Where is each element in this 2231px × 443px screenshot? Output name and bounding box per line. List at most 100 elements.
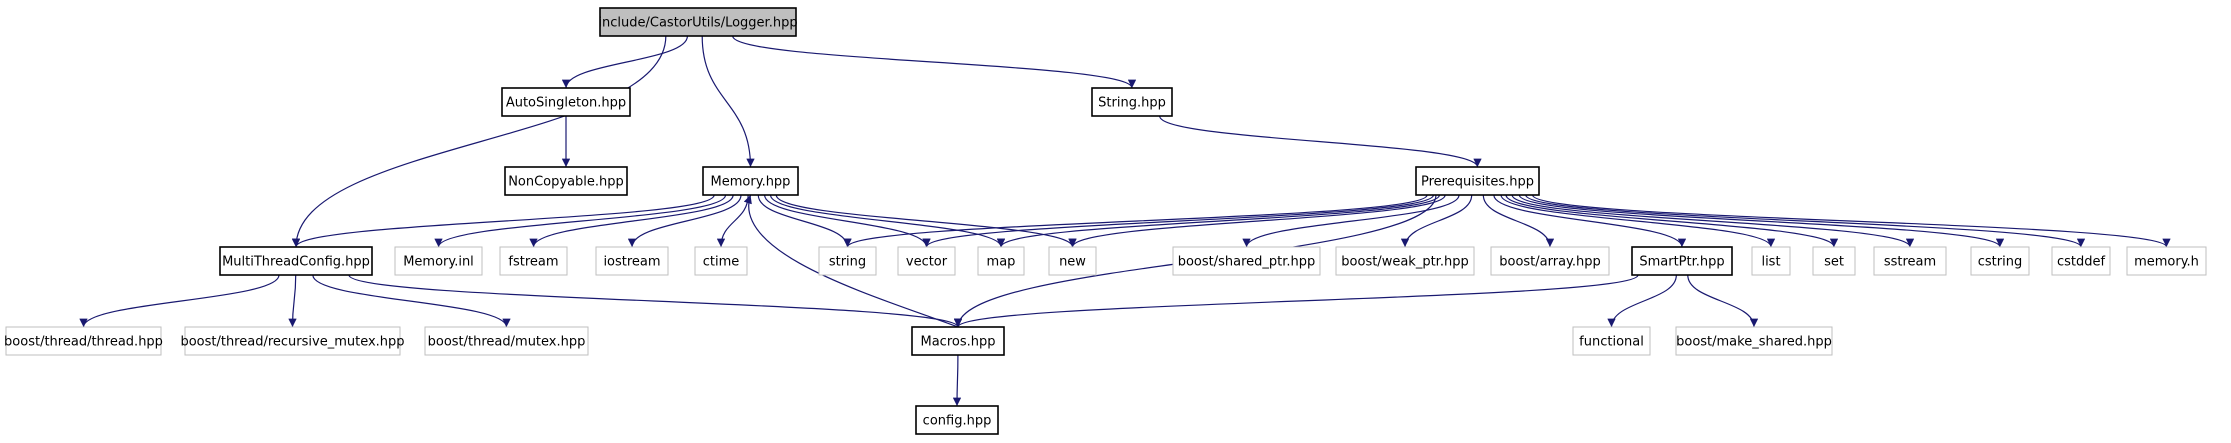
- dependency-edges: [79, 35, 2171, 407]
- edge-smartptr-to-functional: [1607, 274, 1677, 328]
- node-string: string: [818, 246, 877, 276]
- edge-memoryhpp-to-memoryinl: [434, 194, 727, 248]
- node-thread-box: [5, 326, 162, 356]
- node-autosingleton-box: [501, 87, 631, 117]
- edge-prerequisites-to-string: [843, 194, 1428, 248]
- node-smartptr-label: SmartPtr.hpp: [1639, 255, 1724, 270]
- node-weak_ptr-box: [1335, 246, 1475, 276]
- node-memoryhpp-box: [702, 166, 799, 196]
- node-smartptr[interactable]: SmartPtr.hpp: [1631, 246, 1733, 276]
- node-cstddef-label: cstddef: [2057, 255, 2106, 270]
- node-memoryh-box: [2126, 246, 2207, 276]
- node-ctime: ctime: [694, 246, 748, 276]
- edge-prerequisites-to-new: [1068, 194, 1446, 248]
- node-logger-box: [599, 7, 797, 37]
- node-memoryinl-label: Memory.inl: [403, 255, 474, 270]
- node-vector-box: [897, 246, 956, 276]
- node-sstream-label: sstream: [1884, 255, 1936, 270]
- node-weak_ptr: boost/weak_ptr.hpp: [1335, 246, 1475, 276]
- node-cstring-label: cstring: [1978, 255, 2022, 270]
- edge-memoryhpp-to-multithread: [291, 194, 715, 248]
- node-recursive_mutex-label: boost/thread/recursive_mutex.hpp: [180, 335, 404, 350]
- edge-prerequisites-to-cstring: [1518, 194, 2005, 248]
- node-weak_ptr-label: boost/weak_ptr.hpp: [1341, 255, 1468, 270]
- node-prerequisites-box: [1415, 166, 1540, 196]
- edge-memoryhpp-to-new: [775, 194, 1077, 248]
- node-stringhpp-label: String.hpp: [1098, 96, 1166, 111]
- node-make_shared: boost/make_shared.hpp: [1675, 326, 1833, 356]
- node-new: new: [1048, 246, 1097, 276]
- edge-prerequisites-to-smartptr: [1493, 194, 1687, 248]
- node-set-box: [1812, 246, 1856, 276]
- node-config-box: [915, 405, 999, 435]
- edge-memoryhpp-to-fstream: [529, 194, 734, 248]
- edge-stringhpp-to-prerequisites: [1159, 115, 1482, 168]
- edge-memoryhpp-to-vector: [763, 194, 931, 248]
- edge-prerequisites-to-vector: [922, 194, 1435, 248]
- node-mutex-box: [424, 326, 589, 356]
- node-map-box: [977, 246, 1025, 276]
- node-cstring-box: [1970, 246, 2030, 276]
- node-noncopyable[interactable]: NonCopyable.hpp: [504, 166, 628, 196]
- node-memoryinl: Memory.inl: [394, 246, 483, 276]
- node-memoryhpp[interactable]: Memory.hpp: [702, 166, 799, 196]
- node-recursive_mutex-box: [184, 326, 401, 356]
- edge-logger-to-multithread: [291, 35, 667, 248]
- node-logger[interactable]: include/CastorUtils/Logger.hpp: [598, 7, 798, 37]
- node-map: map: [977, 246, 1025, 276]
- node-thread-label: boost/thread/thread.hpp: [4, 335, 163, 350]
- node-macros[interactable]: Macros.hpp: [911, 326, 1005, 356]
- node-ctime-box: [694, 246, 748, 276]
- node-new-label: new: [1059, 255, 1086, 270]
- node-thread: boost/thread/thread.hpp: [4, 326, 163, 356]
- node-set-label: set: [1824, 255, 1844, 270]
- node-recursive_mutex: boost/thread/recursive_mutex.hpp: [180, 326, 405, 356]
- node-mutex-label: boost/thread/mutex.hpp: [428, 335, 586, 350]
- node-prerequisites[interactable]: Prerequisites.hpp: [1415, 166, 1540, 196]
- node-list: list: [1751, 246, 1791, 276]
- node-cstring: cstring: [1970, 246, 2030, 276]
- node-smartptr-box: [1631, 246, 1733, 276]
- edge-macros-to-memoryhpp: [743, 194, 959, 328]
- node-list-label: list: [1761, 255, 1780, 270]
- node-iostream-box: [595, 246, 669, 276]
- edge-logger-to-memoryhpp: [701, 35, 755, 168]
- edge-prerequisites-to-weak_ptr: [1400, 194, 1473, 248]
- dependency-nodes: include/CastorUtils/Logger.hppAutoSingle…: [4, 7, 2207, 435]
- node-memoryh: memory.h: [2126, 246, 2207, 276]
- node-config[interactable]: config.hpp: [915, 405, 999, 435]
- edge-macros-to-config: [952, 354, 962, 407]
- node-stringhpp-box: [1091, 87, 1173, 117]
- node-noncopyable-label: NonCopyable.hpp: [508, 175, 624, 190]
- edge-logger-to-stringhpp: [732, 35, 1137, 89]
- node-functional: functional: [1572, 326, 1651, 356]
- node-macros-box: [911, 326, 1005, 356]
- node-list-box: [1751, 246, 1791, 276]
- node-multithread-box: [219, 246, 373, 276]
- node-noncopyable-box: [504, 166, 628, 196]
- node-sstream-box: [1873, 246, 1947, 276]
- edge-memoryhpp-to-map: [769, 194, 1006, 248]
- node-map-label: map: [987, 255, 1016, 270]
- edge-prerequisites-to-cstddef: [1525, 194, 2086, 248]
- edge-prerequisites-to-list: [1500, 194, 1776, 248]
- node-vector-label: vector: [906, 255, 948, 270]
- node-shared_ptr-box: [1172, 246, 1321, 276]
- node-string-label: string: [829, 255, 866, 270]
- node-shared_ptr-label: boost/shared_ptr.hpp: [1178, 255, 1316, 270]
- node-macros-label: Macros.hpp: [921, 335, 996, 350]
- edge-prerequisites-to-map: [996, 194, 1440, 248]
- node-stringhpp[interactable]: String.hpp: [1091, 87, 1173, 117]
- edge-prerequisites-to-memoryh: [1532, 194, 2171, 248]
- node-make_shared-box: [1675, 326, 1833, 356]
- edge-memoryhpp-to-string: [757, 194, 852, 248]
- node-ctime-label: ctime: [703, 255, 740, 270]
- node-iostream-label: iostream: [603, 255, 660, 270]
- node-array-label: boost/array.hpp: [1499, 255, 1601, 270]
- edge-multithread-to-mutex: [312, 274, 511, 328]
- node-multithread[interactable]: MultiThreadConfig.hpp: [219, 246, 373, 276]
- node-autosingleton[interactable]: AutoSingleton.hpp: [501, 87, 631, 117]
- node-fstream-label: fstream: [508, 255, 558, 270]
- node-string-box: [818, 246, 877, 276]
- node-functional-box: [1572, 326, 1651, 356]
